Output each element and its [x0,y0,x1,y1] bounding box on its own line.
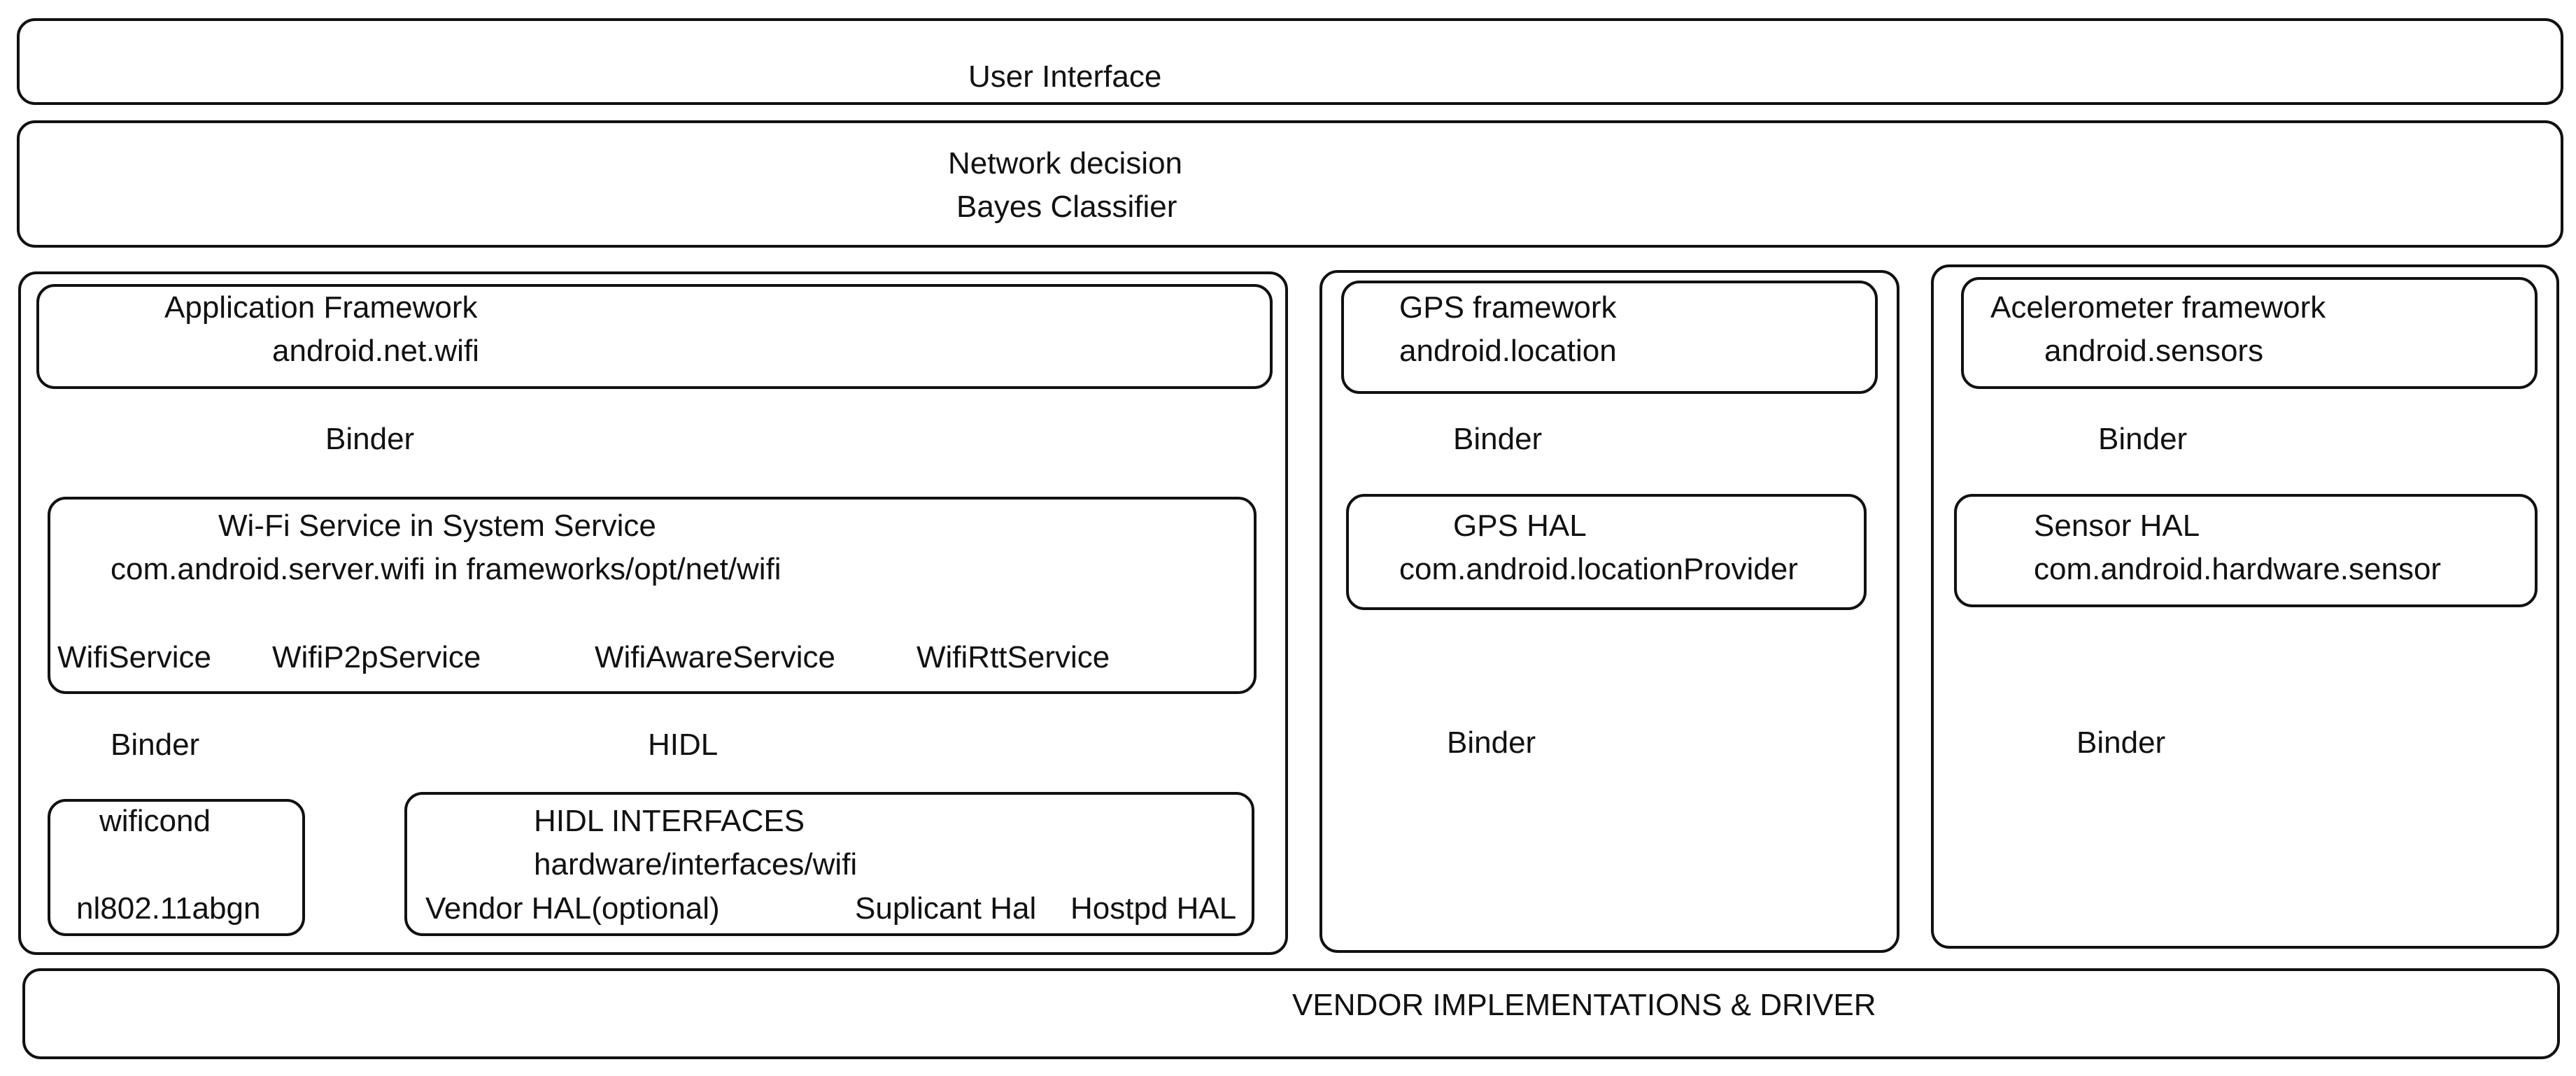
hidl-interfaces-path: hardware/interfaces/wifi [534,847,858,882]
wificond-box [48,799,305,936]
wifi-service-path: com.android.server.wifi in frameworks/op… [111,552,781,586]
gps-hal-title: GPS HAL [1453,509,1587,543]
wificond-protocol: nl802.11abgn [76,891,261,926]
accelerometer-binder-top-label: Binder [2098,422,2188,456]
android-net-wifi-label: android.net.wifi [272,334,479,368]
suplicant-hal-label: Suplicant Hal [855,891,1037,926]
application-framework-title: Application Framework [164,290,478,325]
hidl-interfaces-title: HIDL INTERFACES [534,804,805,838]
user-interface-layer [17,18,2563,105]
android-sensors-label: android.sensors [2044,334,2264,368]
wificond-title: wificond [99,804,211,838]
android-location-label: android.location [1399,334,1617,368]
gps-binder-bottom-label: Binder [1447,725,1536,760]
sensor-hal-title: Sensor HAL [2034,509,2200,543]
application-framework-box [36,284,1273,389]
wifi-binder-top-label: Binder [325,422,415,456]
hostpd-hal-label: Hostpd HAL [1070,891,1237,926]
sensor-hal-package: com.android.hardware.sensor [2034,552,2442,586]
wifi-service-title: Wi-Fi Service in System Service [218,509,656,543]
wifi-service-box [48,497,1257,694]
gps-hal-package: com.android.locationProvider [1399,552,1798,586]
wifi-service-item-aware: WifiAwareService [595,640,835,674]
user-interface-label: User Interface [968,59,1162,94]
vendor-hal-label: Vendor HAL(optional) [425,891,720,926]
accelerometer-binder-bottom-label: Binder [2076,725,2166,760]
gps-binder-top-label: Binder [1453,422,1543,456]
wifi-service-item-wifiservice: WifiService [57,640,212,674]
gps-framework-box [1341,281,1878,394]
vendor-implementations-layer [22,968,2560,1059]
sensor-hal-box [1954,494,2538,607]
hidl-label: HIDL [648,728,719,762]
accelerometer-framework-title: Acelerometer framework [1990,290,2326,325]
accelerometer-framework-box [1961,277,2538,389]
wifi-service-item-rtt: WifiRttService [917,640,1110,674]
wifi-service-item-p2p: WifiP2pService [272,640,481,674]
bayes-classifier-label: Bayes Classifier [956,190,1177,224]
gps-framework-title: GPS framework [1399,290,1617,325]
network-decision-layer [17,120,2563,248]
hidl-interfaces-box [404,792,1254,936]
vendor-implementations-label: VENDOR IMPLEMENTATIONS & DRIVER [1292,988,1876,1022]
network-decision-label: Network decision [948,146,1183,180]
gps-hal-box [1346,494,1867,610]
wifi-binder-bottom-label: Binder [111,728,200,762]
